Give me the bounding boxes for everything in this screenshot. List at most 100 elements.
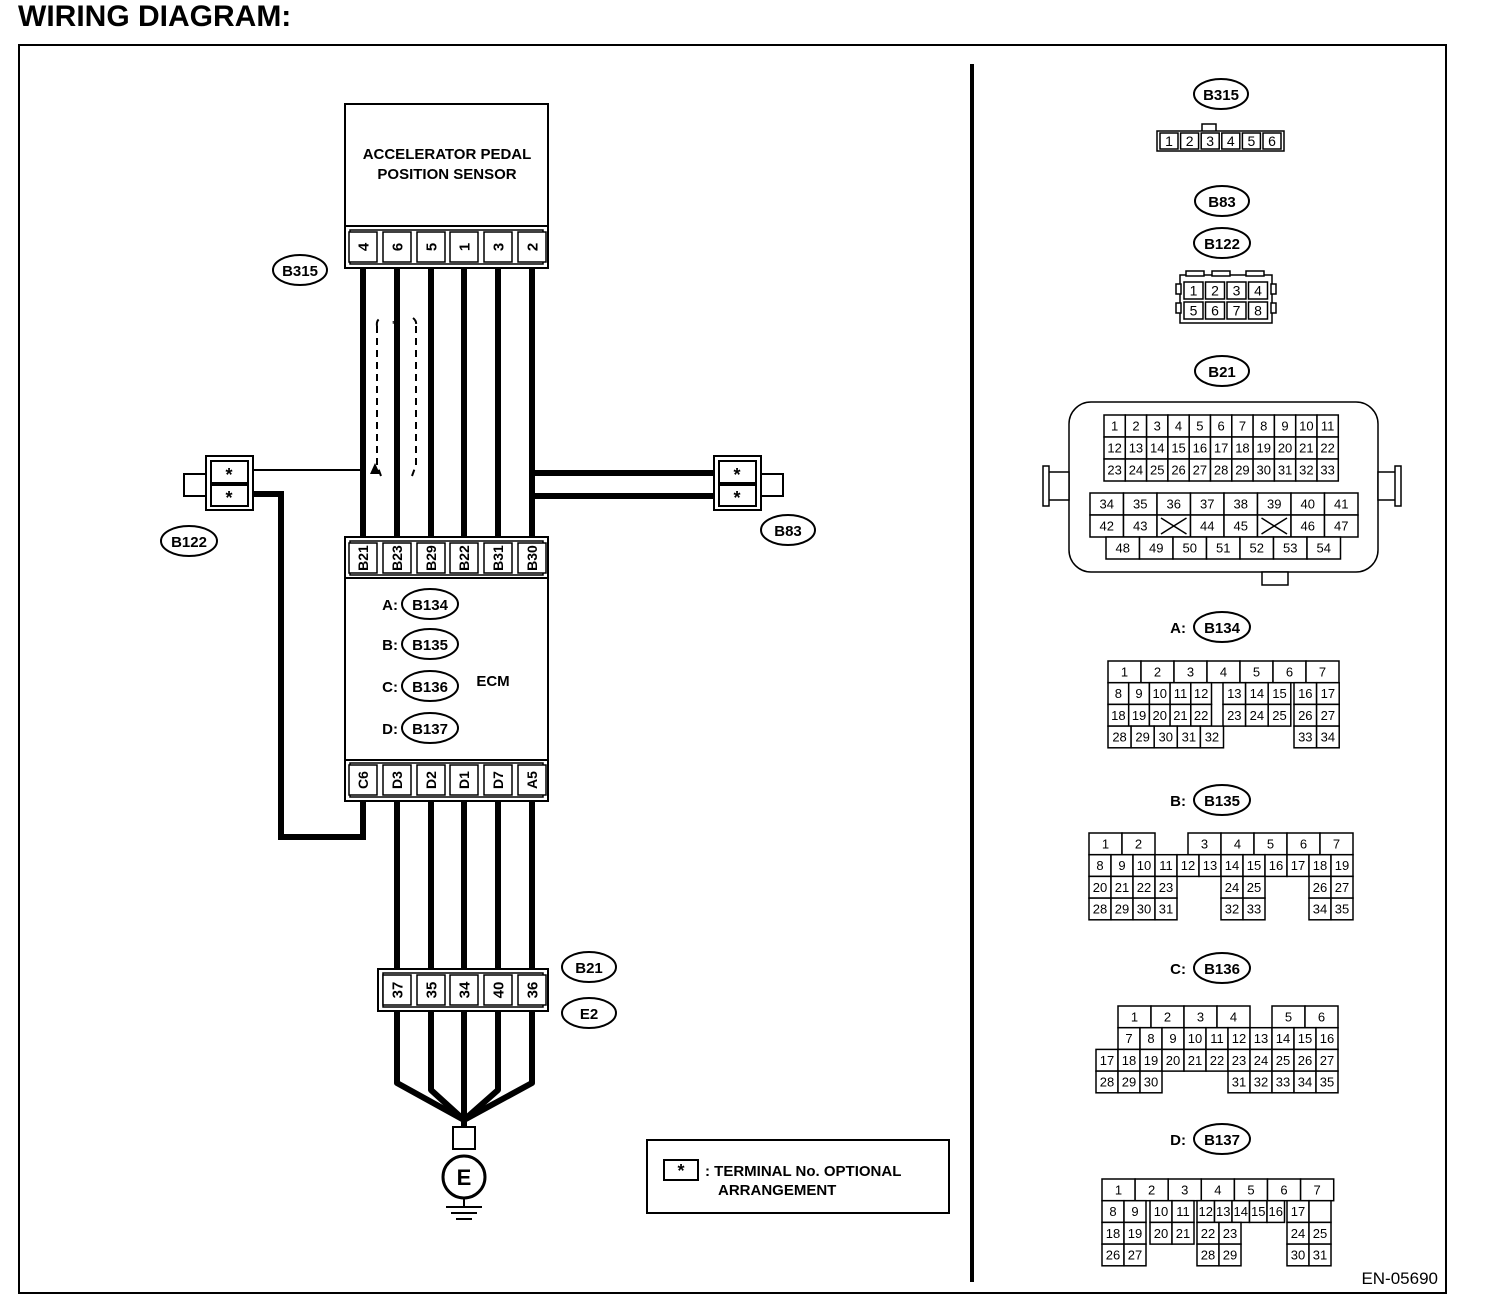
- b21-cell-label: 35: [1133, 497, 1147, 512]
- pin-cell-b137-label: 30: [1291, 1248, 1305, 1263]
- b21-cell-label: 8: [1260, 419, 1267, 434]
- b21-cell-label: 6: [1218, 419, 1225, 434]
- pin-cell-b136-label: 14: [1276, 1031, 1290, 1046]
- pin-cell-b136-label: 2: [1164, 1010, 1171, 1025]
- view-b135-badge: [1193, 784, 1251, 816]
- ecm-bottom-pin-label: D3: [389, 771, 405, 789]
- pin-cell-b137-label: 31: [1313, 1248, 1327, 1263]
- pin-cell-b136-label: 5: [1285, 1010, 1292, 1025]
- pin-cell-b136-label: 4: [1230, 1010, 1237, 1025]
- ecm-label: ECM: [476, 673, 509, 690]
- pin-cell-b136: [1315, 1070, 1339, 1094]
- view-b137-badge: [1193, 1123, 1251, 1155]
- b83-cell: [1204, 281, 1226, 300]
- figure-id: EN-05690: [1361, 1269, 1438, 1288]
- ground-label: E: [457, 1165, 472, 1190]
- sensor-pin: [483, 231, 513, 263]
- b315-cell-label: 2: [1186, 133, 1194, 149]
- pin-cell-b137-label: 10: [1154, 1204, 1168, 1219]
- pin-cell-b134-label: 9: [1135, 686, 1142, 701]
- pin-cell-b135-label: 26: [1313, 880, 1327, 895]
- pin-cell-b134: [1199, 725, 1225, 749]
- pin-cell-b135-label: 22: [1137, 880, 1151, 895]
- b83-cell: [1247, 281, 1269, 300]
- pin-cell-b137-label: 11: [1176, 1204, 1190, 1219]
- ecm-connector-letter: A:: [382, 597, 398, 614]
- b21-cell-label: 48: [1116, 541, 1130, 556]
- b83-cell-label: 1: [1190, 283, 1198, 299]
- pin-cell-b136-label: 31: [1232, 1075, 1246, 1090]
- pin-cell-b137: [1308, 1243, 1332, 1267]
- ecm-bottom-pin: [517, 764, 547, 796]
- ecm-bottom-pin-label: D1: [456, 771, 472, 789]
- joint-pin-label: 35: [423, 982, 440, 999]
- pin-cell-b136-label: 26: [1298, 1053, 1312, 1068]
- pin-cell-b134-label: 33: [1298, 730, 1312, 745]
- legend-symbol: *: [677, 1161, 684, 1181]
- pin-cell-b134-label: 12: [1194, 686, 1208, 701]
- pin-cell-b135-label: 29: [1115, 902, 1129, 917]
- view-b83-label: B83: [1208, 194, 1236, 211]
- pin-cell-b137-label: 18: [1106, 1226, 1120, 1241]
- pin-cell-b135-label: 33: [1247, 902, 1261, 917]
- ecm-bottom-pin: [382, 764, 412, 796]
- accelerator-pedal-position-sensor: ACCELERATOR PEDAL POSITION SENSOR: [344, 103, 549, 227]
- b83-cell: [1247, 301, 1269, 320]
- view-b134-badge: [1193, 611, 1251, 643]
- connector-label-e2: E2: [580, 1006, 598, 1023]
- ecm-top-pin-label: B22: [456, 545, 472, 571]
- ecm-top-pin-label: B21: [355, 545, 371, 571]
- view-b135-label: B135: [1204, 793, 1240, 810]
- wire-b83-1: [529, 268, 716, 476]
- pin-cell-b134-label: 26: [1298, 708, 1312, 723]
- pin-cell-b135-label: 21: [1115, 880, 1129, 895]
- pin-cell-b134-label: 19: [1132, 708, 1146, 723]
- b21-cell-label: 42: [1100, 519, 1114, 534]
- b83-cell: [1183, 301, 1204, 320]
- b83-cell: [1183, 281, 1204, 300]
- pin-cell-b136-label: 34: [1298, 1075, 1312, 1090]
- pin-cell-b135-label: 9: [1118, 858, 1125, 873]
- pin-cell-b134-label: 2: [1154, 665, 1161, 680]
- ecm-top-pin: [348, 542, 378, 574]
- pin-cell-b136-label: 1: [1131, 1010, 1138, 1025]
- ecm-bottom-pin: [416, 764, 446, 796]
- b83-cell-label: 7: [1233, 303, 1241, 319]
- b83-terminal-1: *: [733, 465, 740, 485]
- b21-cell-label: 24: [1129, 463, 1143, 478]
- wire-b122-to-c6: [252, 491, 366, 840]
- ecm-bottom-pin: [483, 764, 513, 796]
- sensor-pin-label: 6: [389, 243, 406, 251]
- joint-pin: [416, 974, 446, 1006]
- ecm-bottom-pin-label: C6: [355, 771, 371, 789]
- b315-cell-label: 3: [1206, 133, 1214, 149]
- pin-cell-b136-label: 23: [1232, 1053, 1246, 1068]
- ecm-connector-badge: [401, 670, 459, 702]
- b122-terminal-1: *: [225, 465, 232, 485]
- pin-cell-b134-label: 8: [1115, 686, 1122, 701]
- pin-cell-b134-label: 13: [1227, 686, 1241, 701]
- pin-cell-b134-label: 5: [1253, 665, 1260, 680]
- pin-cell-b136-label: 28: [1100, 1075, 1114, 1090]
- joint-pin: [483, 974, 513, 1006]
- pin-cell-b135-label: 15: [1247, 858, 1261, 873]
- pin-cell-b135-label: 11: [1159, 858, 1173, 873]
- pin-cell-b137-label: 27: [1128, 1248, 1142, 1263]
- b315-cell: [1159, 132, 1179, 150]
- pin-cell-b134-label: 29: [1135, 730, 1149, 745]
- ecm-connector-letter: B:: [382, 637, 398, 654]
- pin-cell-b137-label: 23: [1223, 1226, 1237, 1241]
- joint-pin: [382, 974, 412, 1006]
- ecm-bottom-pin-label: D2: [423, 771, 439, 789]
- pin-cell-b134-label: 23: [1227, 708, 1241, 723]
- pin-cell-b136-label: 12: [1232, 1031, 1246, 1046]
- pin-cell-b137-label: 15: [1251, 1204, 1265, 1219]
- b21-cell-label: 37: [1200, 497, 1214, 512]
- b21-cell-label: 46: [1301, 519, 1315, 534]
- b21-cell-label: 10: [1299, 419, 1313, 434]
- b21-cell-label: 27: [1193, 463, 1207, 478]
- b122-connector: * *: [183, 455, 254, 511]
